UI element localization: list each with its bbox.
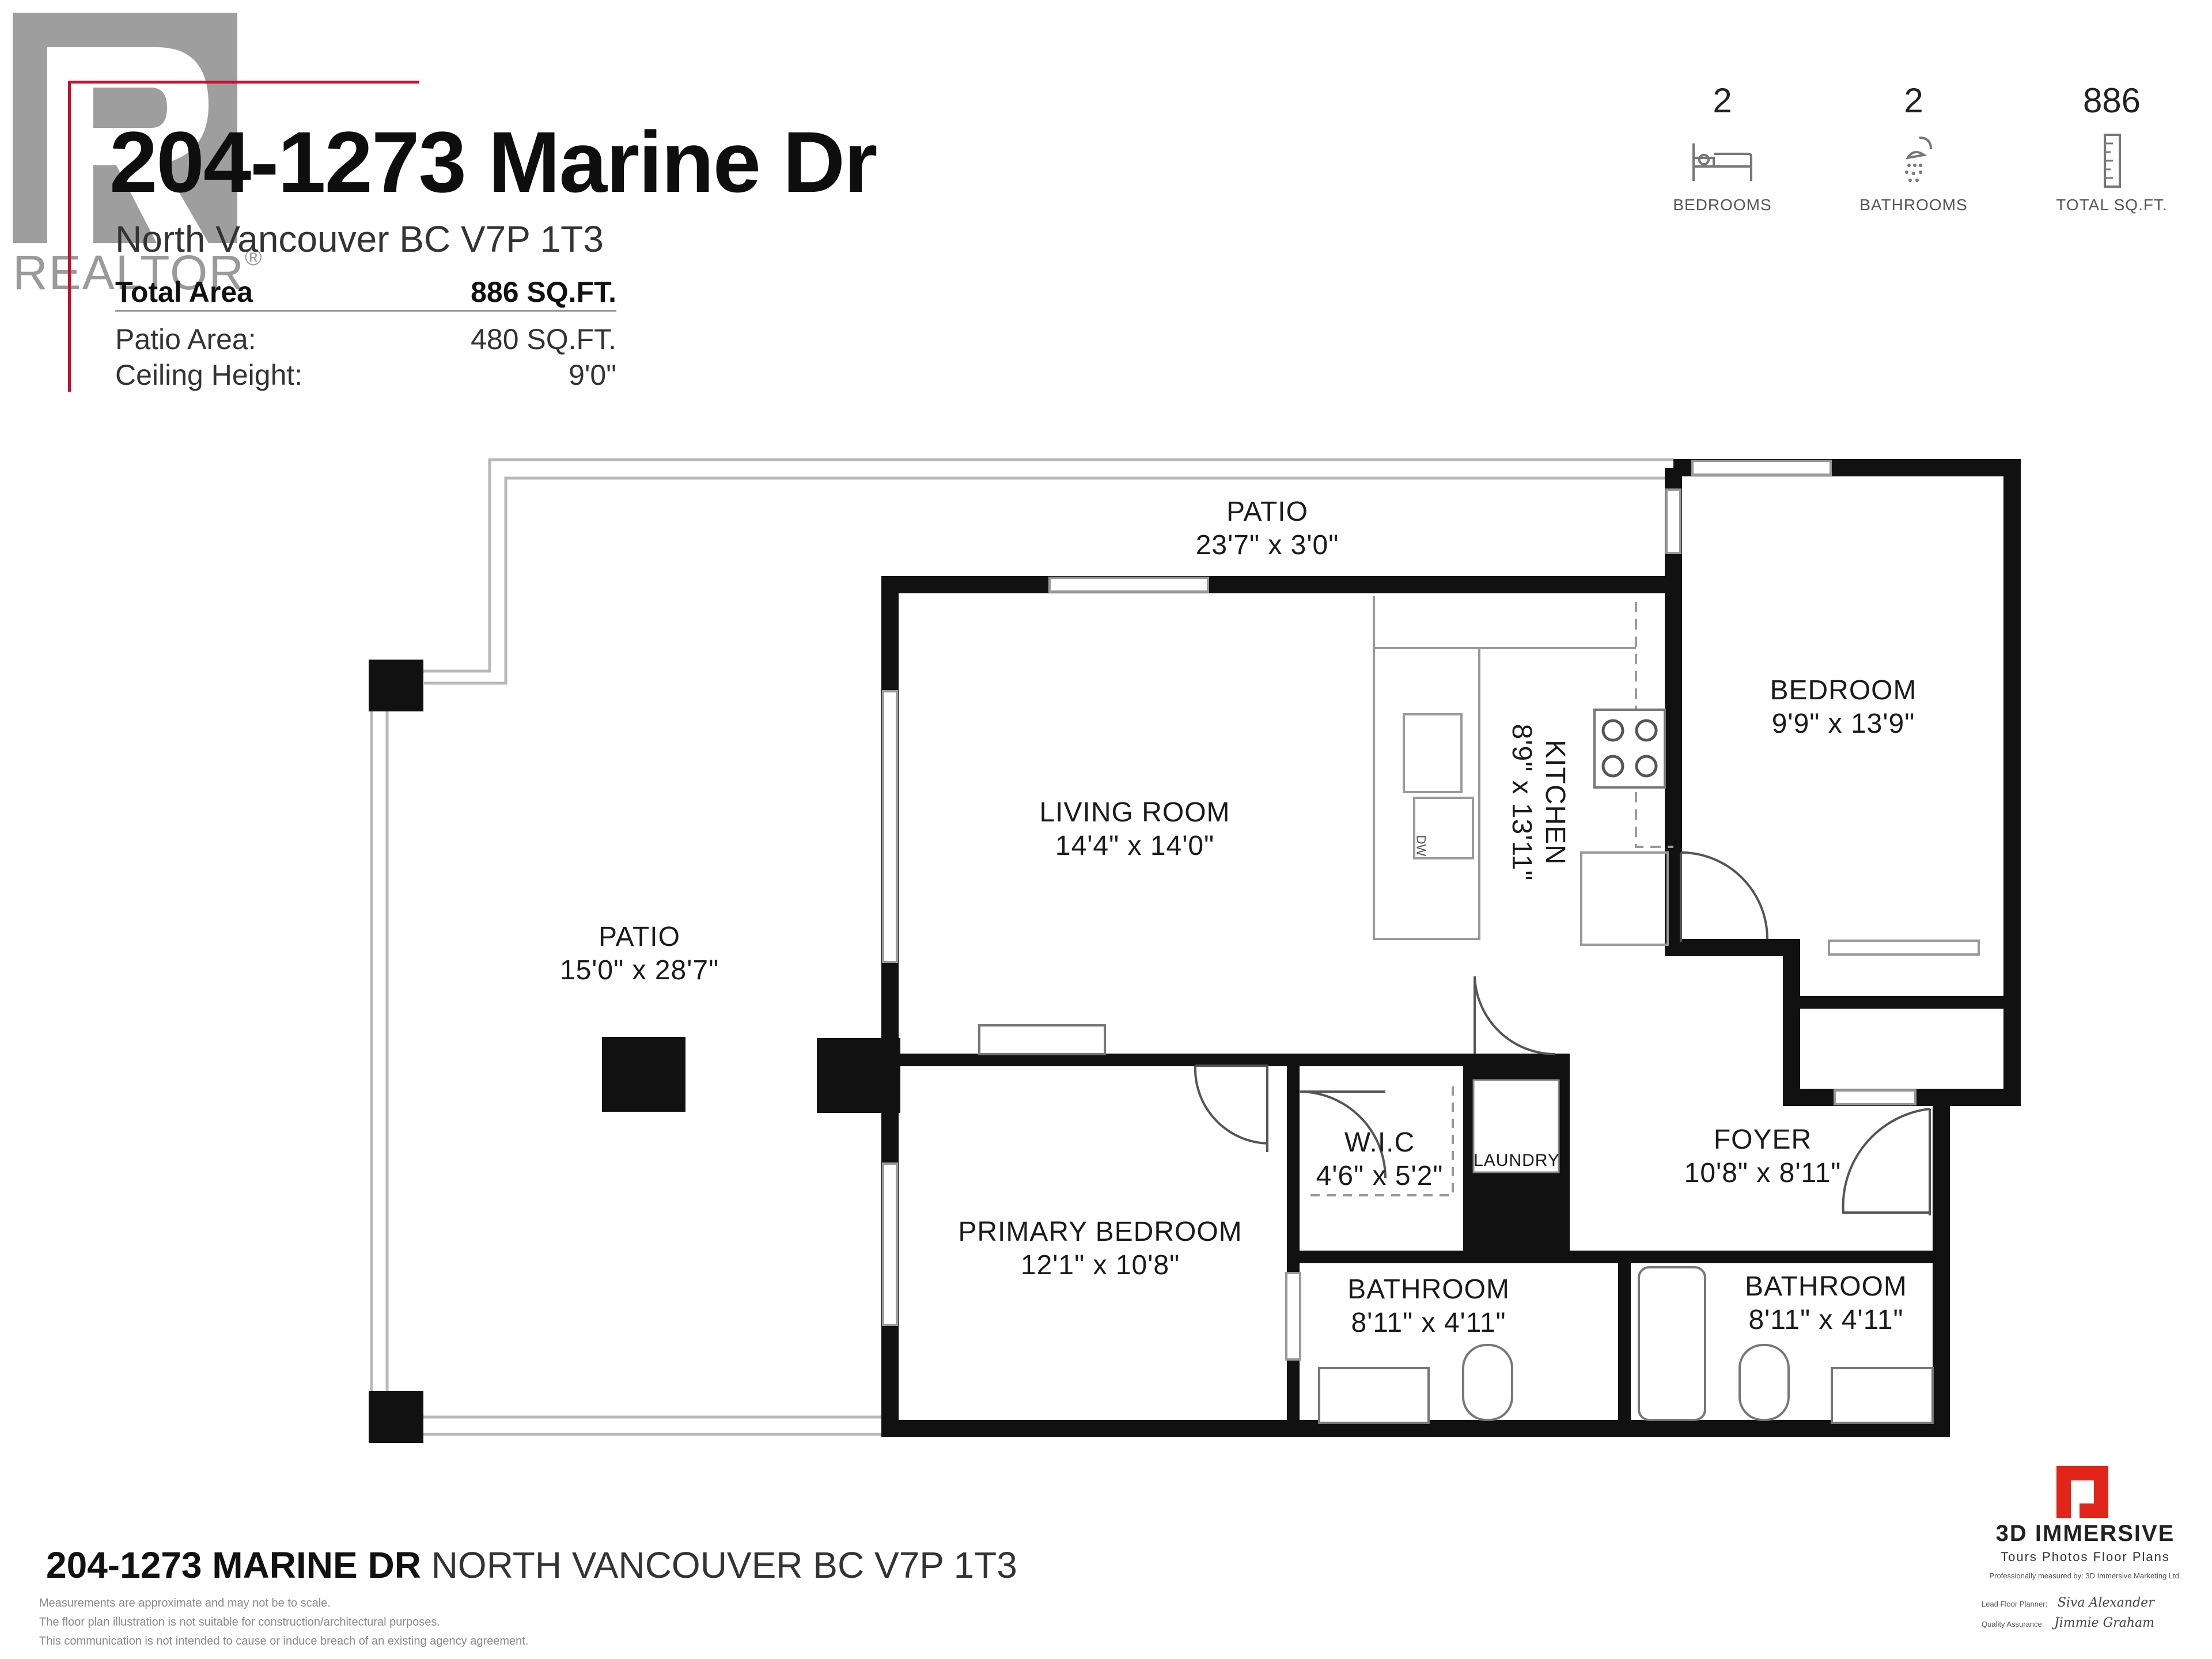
room-bathroom-1-dims: 8'11" x 4'11" bbox=[1351, 1308, 1506, 1338]
room-primary-bedroom-name: PRIMARY BEDROOM bbox=[958, 1217, 1243, 1247]
room-patio-top-dims: 23'7" x 3'0" bbox=[1195, 530, 1339, 560]
ceiling-height-label: Ceiling Height: bbox=[115, 359, 303, 391]
stat-bedrooms: 2 BEDROOMS bbox=[1647, 81, 1797, 214]
brand-tagline: Tours Photos Floor Plans bbox=[2001, 1550, 2170, 1564]
room-primary-bedroom: PRIMARY BEDROOM 12'1" x 10'8" bbox=[933, 1215, 1267, 1282]
patio-area-label: Patio Area: bbox=[115, 323, 256, 355]
room-patio-west: PATIO 15'0" x 28'7" bbox=[507, 921, 772, 987]
room-primary-bedroom-dims: 12'1" x 10'8" bbox=[1020, 1250, 1180, 1281]
stat-total-sqft-label: TOTAL SQ.FT. bbox=[2056, 196, 2168, 214]
ruler-icon bbox=[2104, 134, 2121, 188]
room-bathroom-2-name: BATHROOM bbox=[1745, 1271, 1907, 1302]
room-wic-dims: 4'6" x 5'2" bbox=[1316, 1161, 1444, 1191]
cooktop-icon bbox=[1593, 709, 1666, 789]
brand-qa-signature: Jimmie Graham bbox=[2054, 1616, 2154, 1630]
room-bedroom-dims: 9'9" x 13'9" bbox=[1771, 709, 1915, 739]
patio-area-value: 480 SQ.FT. bbox=[471, 323, 616, 355]
dishwasher-label: DW bbox=[1414, 835, 1429, 857]
room-bathroom-2-dims: 8'11" x 4'11" bbox=[1748, 1305, 1904, 1335]
total-area-label: Total Area bbox=[115, 276, 253, 308]
room-kitchen-name: KITCHEN bbox=[1540, 740, 1570, 865]
bathroom-fixtures bbox=[1318, 1266, 1934, 1424]
windows bbox=[882, 460, 1980, 1361]
disclaimer-line-3: This communication is not intended to ca… bbox=[39, 1635, 529, 1647]
stat-total-sqft: 886 TOTAL SQ.FT. bbox=[2037, 81, 2187, 214]
brand-accent-horizontal bbox=[68, 81, 419, 84]
fireplace bbox=[978, 1024, 1106, 1055]
footer-address-city: NORTH VANCOUVER BC V7P 1T3 bbox=[431, 1544, 1017, 1586]
listing-subtitle: North Vancouver BC V7P 1T3 bbox=[115, 218, 604, 260]
total-area-value: 886 SQ.FT. bbox=[471, 276, 616, 308]
room-laundry: LAUNDRY bbox=[1468, 1151, 1566, 1171]
room-living-name: LIVING ROOM bbox=[1039, 797, 1230, 828]
room-foyer-dims: 10'8" x 8'11" bbox=[1684, 1158, 1842, 1188]
brand-accent-vertical bbox=[68, 81, 71, 392]
stat-total-sqft-value: 886 bbox=[2082, 81, 2141, 120]
realtor-logo-mark bbox=[13, 13, 237, 243]
info-divider bbox=[115, 310, 616, 312]
brand-planner-label: Lead Floor Planner: bbox=[1982, 1600, 2048, 1608]
room-living: LIVING ROOM 14'4" x 14'0" bbox=[1002, 796, 1267, 863]
room-foyer-name: FOYER bbox=[1713, 1124, 1812, 1155]
stat-bedrooms-label: BEDROOMS bbox=[1673, 196, 1772, 214]
room-patio-top-name: PATIO bbox=[1226, 497, 1308, 527]
laundry-machine bbox=[1472, 1079, 1560, 1173]
room-laundry-name: LAUNDRY bbox=[1474, 1151, 1560, 1170]
brand-qa-row: Quality Assurance: Jimmie Graham bbox=[1982, 1616, 2189, 1630]
room-bathroom-1-name: BATHROOM bbox=[1347, 1274, 1510, 1305]
disclaimer-line-1: Measurements are approximate and may not… bbox=[39, 1597, 331, 1609]
shower-icon bbox=[1905, 137, 1932, 182]
room-bathroom-2: BATHROOM 8'11" x 4'11" bbox=[1705, 1270, 1947, 1337]
brand-planner-row: Lead Floor Planner: Siva Alexander bbox=[1982, 1596, 2189, 1610]
listing-title: 204-1273 Marine Dr bbox=[109, 113, 877, 210]
3d-immersive-logo-icon bbox=[2056, 1466, 2108, 1518]
brand-name: 3D IMMERSIVE bbox=[1995, 1521, 2175, 1546]
patio-outline bbox=[370, 458, 1673, 1436]
interior-walls bbox=[890, 996, 2012, 1429]
brand-measured-by: Professionally measured by: 3D Immersive… bbox=[1989, 1571, 2181, 1580]
stat-bathrooms-label: BATHROOMS bbox=[1859, 196, 1968, 214]
footer-address: 204-1273 MARINE DR NORTH VANCOUVER BC V7… bbox=[46, 1544, 1017, 1586]
kitchen-cabinetry bbox=[1373, 596, 1673, 946]
room-kitchen-dims: 8'9" x 13'11" bbox=[1506, 724, 1537, 881]
stat-bathrooms: 2 BATHROOMS bbox=[1839, 81, 1988, 214]
footer-address-unit: 204-1273 MARINE DR bbox=[46, 1544, 421, 1586]
room-living-dims: 14'4" x 14'0" bbox=[1055, 831, 1215, 861]
room-wic: W.I.C 4'6" x 5'2" bbox=[1296, 1126, 1463, 1193]
room-patio-top: PATIO 23'7" x 3'0" bbox=[1135, 495, 1400, 562]
room-bathroom-1: BATHROOM 8'11" x 4'11" bbox=[1308, 1273, 1550, 1340]
brand-planner-signature: Siva Alexander bbox=[2057, 1596, 2154, 1610]
brand-qa-label: Quality Assurance: bbox=[1982, 1620, 2044, 1628]
room-bedroom-name: BEDROOM bbox=[1770, 675, 1917, 706]
bed-icon bbox=[1692, 143, 1752, 181]
room-patio-west-dims: 15'0" x 28'7" bbox=[559, 955, 719, 986]
room-kitchen: KITCHEN 8'9" x 13'11" bbox=[1505, 670, 1571, 935]
disclaimer-line-2: The floor plan illustration is not suita… bbox=[39, 1616, 440, 1628]
door-swings bbox=[1194, 851, 1931, 1215]
room-patio-west-name: PATIO bbox=[599, 922, 680, 952]
room-wic-name: W.I.C bbox=[1344, 1127, 1415, 1158]
room-foyer: FOYER 10'8" x 8'11" bbox=[1630, 1123, 1895, 1190]
realtor-wordmark: REALTOR® bbox=[13, 245, 263, 300]
patio-area-row: Patio Area: 480 SQ.FT. bbox=[115, 323, 616, 356]
ceiling-height-row: Ceiling Height: 9'0" bbox=[115, 358, 616, 392]
room-bedroom: BEDROOM 9'9" x 13'9" bbox=[1711, 674, 1976, 741]
stat-bedrooms-value: 2 bbox=[1713, 81, 1732, 120]
stat-bathrooms-value: 2 bbox=[1904, 81, 1923, 120]
ceiling-height-value: 9'0" bbox=[569, 359, 616, 391]
total-area-row: Total Area 886 SQ.FT. bbox=[115, 275, 616, 309]
patio-posts bbox=[369, 660, 900, 1443]
